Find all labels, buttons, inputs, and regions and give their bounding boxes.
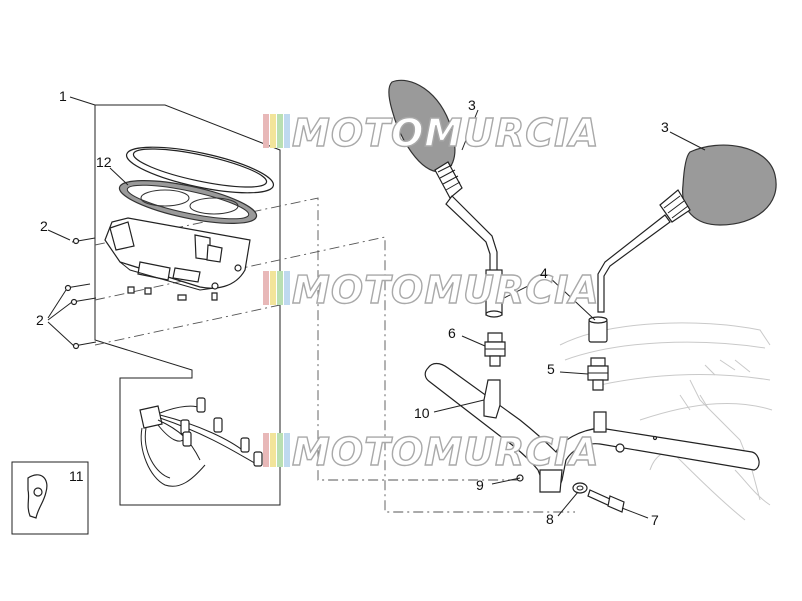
washer-8: [572, 482, 588, 494]
callout-12: 12: [96, 154, 112, 170]
part-11-box: [11, 461, 89, 535]
instrument-lens-12: [125, 146, 275, 194]
screws-2: [47, 229, 97, 350]
left-mirror-3: [388, 79, 503, 318]
scooter-body-outline: [559, 322, 773, 521]
small-clips: [127, 286, 218, 301]
callout-11: 11: [69, 468, 84, 484]
callout-2-group: 2: [36, 312, 44, 328]
handlebar-10: [424, 362, 760, 493]
bolt-7: [587, 489, 625, 513]
callout-10: 10: [414, 405, 430, 421]
right-mirror-3: [588, 144, 777, 343]
callout-4: 4: [540, 265, 548, 281]
watermark-2: MOTOMURCIA: [263, 267, 600, 313]
callout-labels: 1 12 2 2 3 3 4 6 5 10 9 8 7 11: [36, 88, 669, 528]
callout-6: 6: [448, 325, 456, 341]
adapter-5: [587, 357, 609, 391]
watermark-text: MOTOMURCIA: [292, 430, 600, 474]
callout-9: 9: [476, 477, 484, 493]
watermark-3: MOTOMURCIA: [263, 429, 600, 475]
bulb-harness: [139, 397, 263, 487]
watermark-text: MOTOMURCIA: [292, 111, 600, 155]
adapter-6: [484, 332, 506, 367]
kit-frame-1: [69, 96, 281, 506]
callout-3-left-mirror: 3: [468, 97, 476, 113]
callout-3-right-mirror: 3: [661, 119, 669, 135]
callout-5: 5: [547, 361, 555, 377]
instrument-gasket-12: [118, 180, 258, 224]
watermark-1: MOTOMURCIA: [263, 110, 600, 156]
callout-1: 1: [59, 88, 67, 104]
instrument-housing: [104, 217, 251, 291]
watermark-text: MOTOMURCIA: [292, 268, 600, 312]
callout-7: 7: [651, 512, 659, 528]
callout-2-top: 2: [40, 218, 48, 234]
leader-lines: [109, 109, 706, 519]
callout-8: 8: [546, 511, 554, 527]
